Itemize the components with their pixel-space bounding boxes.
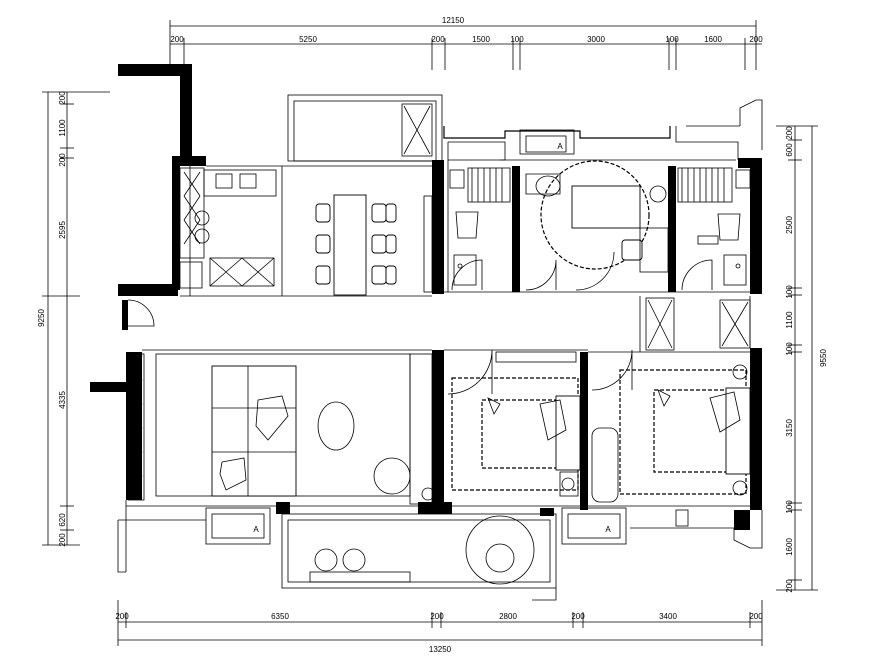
dim-right-seg: 200 xyxy=(785,126,794,140)
dim-right-total: 9550 xyxy=(819,349,828,367)
living-room xyxy=(127,353,435,505)
dim-right-seg: 1100 xyxy=(785,311,794,329)
dim-bottom-seg: 200 xyxy=(749,612,763,621)
dim-bottom-total: 13250 xyxy=(429,645,452,654)
bottom-dimension-chain: 200 6350 200 2800 200 3400 200 13250 xyxy=(115,600,763,654)
tank-label: A xyxy=(605,525,611,534)
tank-label: A xyxy=(253,525,259,534)
dim-top-seg: 100 xyxy=(665,35,679,44)
dim-top-seg: 200 xyxy=(749,35,763,44)
dim-top-seg: 1500 xyxy=(472,35,490,44)
dim-left-seg: 200 xyxy=(58,533,67,547)
dim-right-seg: 100 xyxy=(785,500,794,514)
bedroom-2 xyxy=(591,299,751,527)
dim-left-seg: 620 xyxy=(58,513,67,527)
dim-right-seg: 1600 xyxy=(785,538,794,556)
dim-right-seg: 100 xyxy=(785,342,794,356)
dim-left-seg: 200 xyxy=(58,91,67,105)
kitchen xyxy=(179,167,277,289)
bathroom-left xyxy=(449,167,511,286)
dim-bottom-seg: 200 xyxy=(115,612,129,621)
walls xyxy=(90,64,762,530)
bedroom-1 xyxy=(451,377,581,497)
left-dimension-chain: 9250 200 1100 200 2595 4335 620 200 xyxy=(37,91,110,547)
dim-bottom-seg: 200 xyxy=(571,612,585,621)
dining-table-area xyxy=(315,103,433,296)
dim-right-seg: 100 xyxy=(785,285,794,299)
dim-right-seg: 2500 xyxy=(785,216,794,234)
balcony-bottom: A A xyxy=(205,507,627,585)
bathroom-right xyxy=(677,167,751,286)
study-room: A xyxy=(519,129,669,273)
dim-right-seg: 600 xyxy=(785,143,794,157)
dim-left-seg: 2595 xyxy=(58,221,67,239)
dim-left-seg: 200 xyxy=(58,153,67,167)
right-dimension-chain: 200 600 2500 100 1100 100 3150 100 1600 … xyxy=(776,125,828,593)
tank-label: A xyxy=(557,142,563,151)
dim-left-seg: 4335 xyxy=(58,391,67,409)
dim-left-seg: 1100 xyxy=(58,119,67,137)
dim-top-total: 12150 xyxy=(442,16,465,25)
dim-right-seg: 3150 xyxy=(785,419,794,437)
door-swings xyxy=(127,251,713,395)
dim-right-seg: 200 xyxy=(785,579,794,593)
dim-top-seg: 3000 xyxy=(587,35,605,44)
dim-bottom-seg: 3400 xyxy=(659,612,677,621)
dim-bottom-seg: 200 xyxy=(430,612,444,621)
dim-top-seg: 1600 xyxy=(704,35,722,44)
dim-top-seg: 5250 xyxy=(299,35,317,44)
dim-left-total: 9250 xyxy=(37,309,46,327)
corridor-cabinets xyxy=(645,297,675,351)
dim-bottom-seg: 6350 xyxy=(271,612,289,621)
dim-bottom-seg: 2800 xyxy=(499,612,517,621)
dim-top-seg: 100 xyxy=(510,35,524,44)
dim-top-seg: 200 xyxy=(170,35,184,44)
top-dimension-chain: 12150 200 5250 200 1500 100 3000 100 160… xyxy=(169,16,763,70)
dim-top-seg: 200 xyxy=(431,35,445,44)
thin-outlines xyxy=(117,94,763,601)
